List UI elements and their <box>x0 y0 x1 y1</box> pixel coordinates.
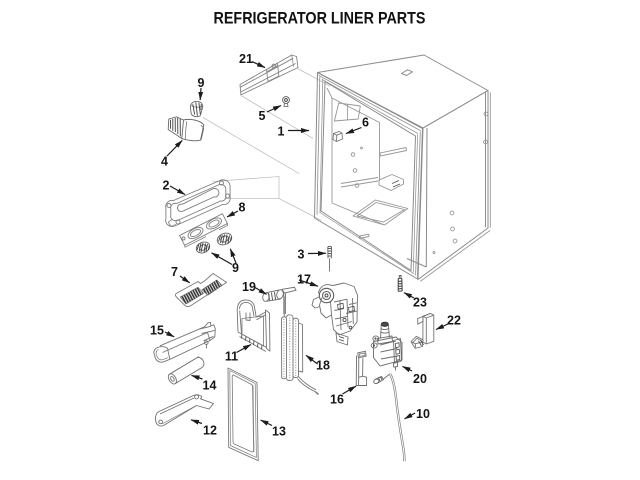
svg-text:11: 11 <box>225 350 238 364</box>
svg-text:2: 2 <box>163 179 170 193</box>
svg-text:7: 7 <box>171 265 178 279</box>
svg-text:21: 21 <box>239 52 253 66</box>
svg-text:REFRIGERATOR LINER PARTS: REFRIGERATOR LINER PARTS <box>214 10 426 28</box>
svg-text:23: 23 <box>413 296 427 310</box>
svg-text:9: 9 <box>198 76 205 90</box>
svg-text:16: 16 <box>330 393 344 407</box>
svg-text:13: 13 <box>272 425 286 439</box>
svg-text:8: 8 <box>239 201 246 215</box>
svg-text:3: 3 <box>298 248 305 262</box>
svg-text:18: 18 <box>316 359 330 373</box>
svg-text:12: 12 <box>203 424 217 438</box>
svg-text:1: 1 <box>278 125 285 139</box>
svg-text:14: 14 <box>203 379 217 393</box>
svg-text:20: 20 <box>413 372 427 386</box>
svg-text:15: 15 <box>150 324 164 338</box>
svg-text:5: 5 <box>259 109 266 123</box>
svg-text:9: 9 <box>232 261 239 275</box>
svg-text:6: 6 <box>362 116 369 130</box>
svg-text:19: 19 <box>242 280 256 294</box>
svg-text:17: 17 <box>297 273 311 287</box>
svg-text:4: 4 <box>161 155 168 169</box>
svg-text:22: 22 <box>447 314 461 328</box>
svg-text:10: 10 <box>416 407 430 421</box>
